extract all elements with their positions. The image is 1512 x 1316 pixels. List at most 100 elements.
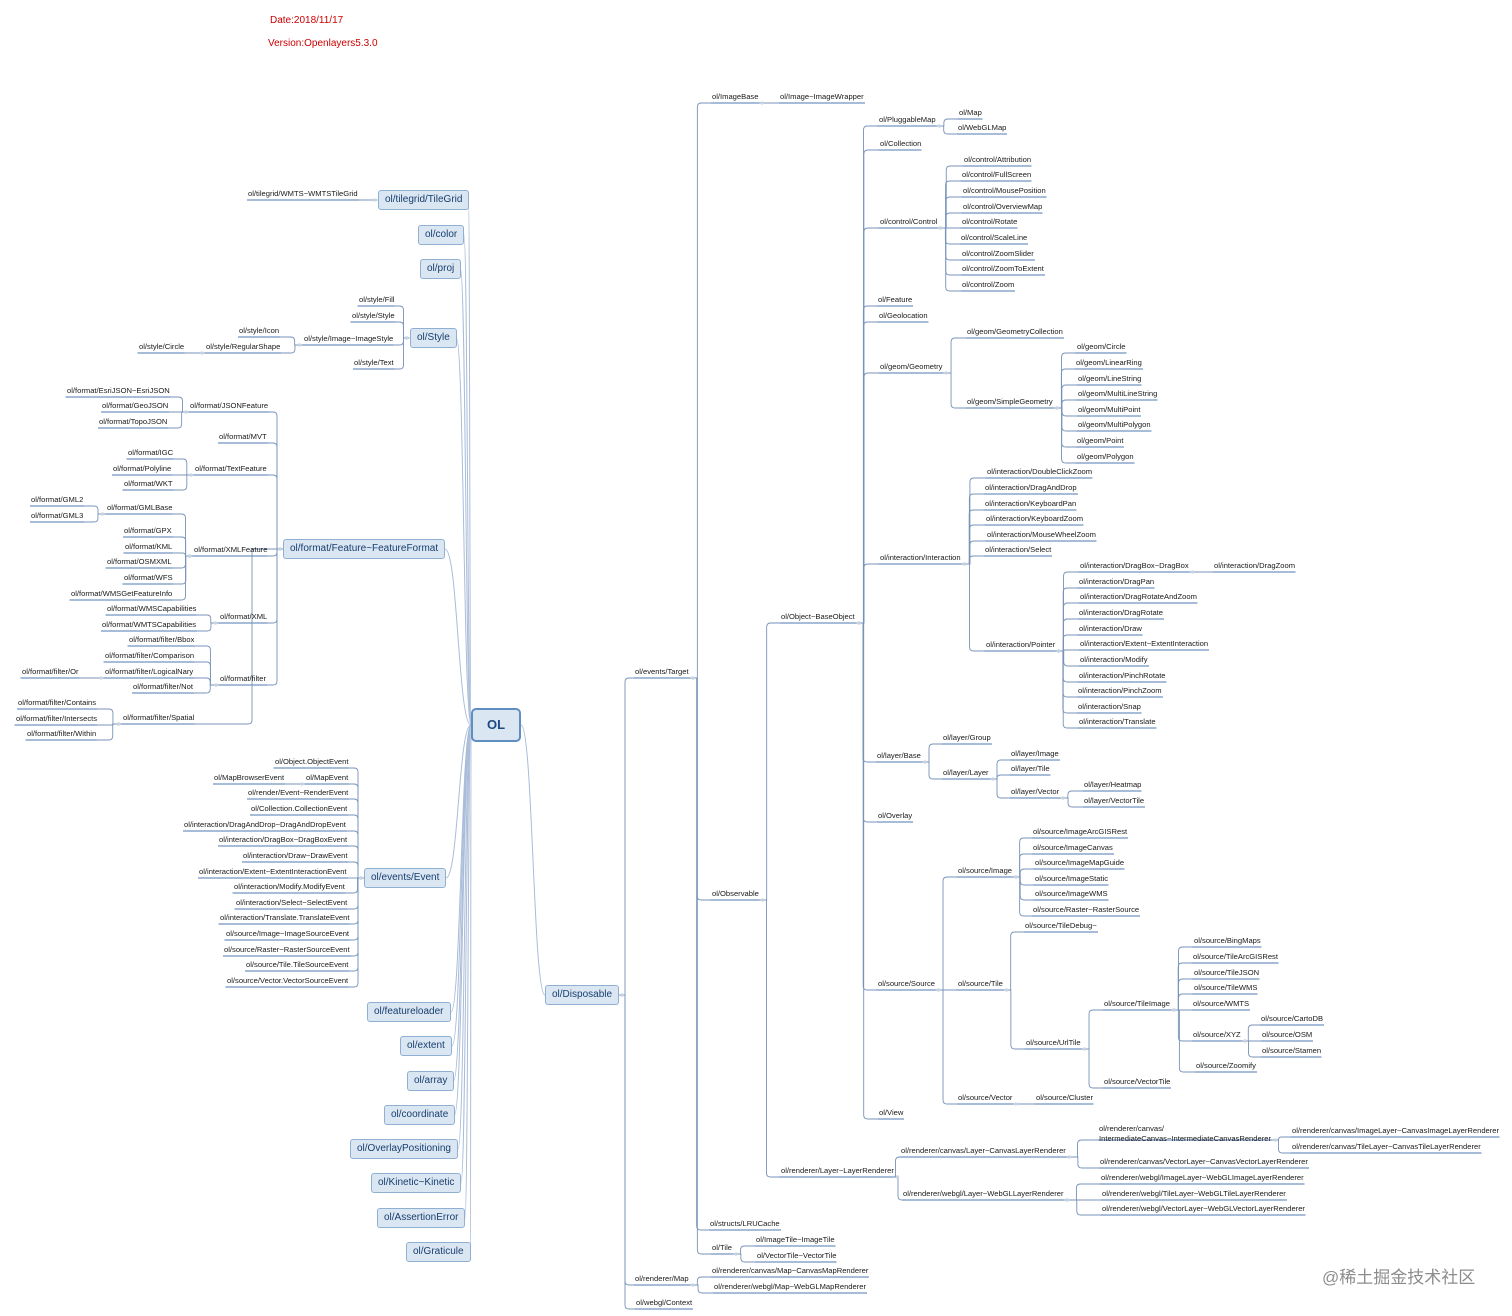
node-p4: ol/interaction/DragRotate bbox=[1079, 608, 1163, 617]
junction-si6 bbox=[1014, 875, 1018, 879]
link-lheat bbox=[1060, 790, 1083, 799]
link-feature bbox=[856, 305, 877, 624]
junction-fwkt bbox=[189, 473, 193, 477]
link-fjson bbox=[269, 411, 283, 550]
node-canvastile: ol/renderer/canvas/TileLayer~CanvasTileL… bbox=[1292, 1142, 1481, 1151]
link-si2 bbox=[1013, 853, 1032, 878]
node-ffmt: ol/format/Feature~FeatureFormat bbox=[283, 539, 446, 559]
node-i2: ol/interaction/DragAndDrop bbox=[985, 483, 1077, 492]
node-target: ol/events/Target bbox=[635, 667, 689, 676]
junction-fwmtscap bbox=[213, 621, 218, 625]
link-e3 bbox=[349, 798, 364, 879]
link-p2 bbox=[1055, 587, 1078, 652]
node-webgltile: ol/renderer/webgl/TileLayer~WebGLTileLay… bbox=[1102, 1189, 1286, 1198]
node-coordinate: ol/coordinate bbox=[384, 1105, 456, 1125]
link-simplegeom bbox=[943, 372, 966, 409]
node-si3: ol/source/ImageMapGuide bbox=[1035, 858, 1125, 867]
link-target bbox=[619, 677, 634, 996]
link-tileimage bbox=[1081, 1009, 1103, 1050]
link-imagebase bbox=[690, 102, 711, 679]
link-imagetile bbox=[733, 1245, 755, 1255]
node-p3: ol/interaction/DragRotateAndZoom bbox=[1080, 592, 1197, 601]
link-color bbox=[463, 234, 472, 726]
node-g3: ol/geom/LineString bbox=[1078, 374, 1142, 383]
link-fgml2 bbox=[84, 505, 106, 515]
link-p8 bbox=[1055, 650, 1078, 683]
node-e3: ol/render/Event~RenderEvent bbox=[248, 788, 349, 797]
junction-sregular bbox=[297, 343, 302, 347]
link-fwkt bbox=[173, 474, 194, 491]
link-t3 bbox=[1171, 978, 1193, 1011]
link-fgpx bbox=[173, 536, 193, 557]
node-e7: ol/interaction/Draw~DrawEvent bbox=[243, 851, 348, 860]
node-e4: ol/Collection.CollectionEvent bbox=[251, 804, 348, 813]
node-g4: ol/geom/MultiLineString bbox=[1078, 389, 1158, 398]
link-e10 bbox=[347, 877, 364, 910]
junction-simplegeom bbox=[944, 371, 948, 375]
link-e5 bbox=[347, 830, 364, 879]
link-g1 bbox=[1054, 352, 1076, 409]
node-stext: ol/style/Text bbox=[354, 358, 394, 367]
node-g1: ol/geom/Circle bbox=[1077, 342, 1126, 351]
node-e12: ol/source/Image~ImageSourceEvent bbox=[226, 929, 350, 938]
link-canvaslayer bbox=[894, 1156, 900, 1178]
node-i6: ol/interaction/Select bbox=[985, 545, 1052, 554]
node-i4: ol/interaction/KeyboardZoom bbox=[986, 514, 1084, 523]
link-p4 bbox=[1055, 618, 1078, 652]
link-e2 bbox=[349, 783, 364, 879]
node-stamen: ol/source/Stamen bbox=[1262, 1046, 1322, 1055]
junction-tile bbox=[691, 676, 695, 680]
node-c5: ol/control/Rotate bbox=[962, 217, 1018, 226]
node-fesri: ol/format/EsriJSON~EsriJSON bbox=[67, 386, 170, 395]
junction-cluster bbox=[1014, 1102, 1018, 1106]
link-g6 bbox=[1054, 407, 1077, 432]
link-pointer bbox=[961, 563, 985, 652]
link-figc bbox=[173, 458, 194, 476]
node-for: ol/format/filter/Or bbox=[22, 667, 79, 676]
node-tiledebug: ol/source/TileDebug~ bbox=[1025, 921, 1097, 930]
node-zoomify: ol/source/Zoomify bbox=[1196, 1061, 1256, 1070]
link-c4 bbox=[937, 212, 962, 229]
junction-g8 bbox=[1055, 406, 1059, 410]
node-g2: ol/geom/LinearRing bbox=[1076, 358, 1142, 367]
link-p3 bbox=[1055, 602, 1079, 652]
node-t2: ol/source/TileArcGISRest bbox=[1193, 952, 1278, 961]
node-g7: ol/geom/Point bbox=[1077, 436, 1124, 445]
link-c1 bbox=[937, 165, 963, 229]
node-i5: ol/interaction/MouseWheelZoom bbox=[987, 530, 1096, 539]
node-si4: ol/source/ImageStatic bbox=[1035, 874, 1109, 883]
node-p1a: ol/interaction/DragZoom bbox=[1214, 561, 1296, 570]
link-rwebglmap bbox=[690, 1284, 713, 1294]
node-fwmsgfi: ol/format/WMSGetFeatureInfo bbox=[71, 589, 173, 598]
link-fmvt bbox=[268, 442, 283, 550]
link-baseobj bbox=[759, 622, 780, 901]
junction-fnot bbox=[214, 683, 218, 687]
node-p11: ol/interaction/Translate bbox=[1079, 717, 1156, 726]
node-p5: ol/interaction/Draw bbox=[1079, 624, 1142, 633]
node-proj: ol/proj bbox=[420, 259, 462, 279]
node-e5: ol/interaction/DragAndDrop~DragAndDropEv… bbox=[184, 820, 346, 829]
junction-layerrenderer bbox=[760, 898, 765, 902]
node-srcvector: ol/source/Vector bbox=[958, 1093, 1013, 1102]
link-webgllayer bbox=[894, 1176, 903, 1201]
junction-vectortilesrc bbox=[1082, 1047, 1087, 1051]
node-srctile: ol/source/Tile bbox=[958, 979, 1003, 988]
node-fwfs: ol/format/WFS bbox=[124, 573, 173, 582]
node-e14: ol/source/Tile.TileSourceEvent bbox=[246, 960, 349, 969]
node-si5: ol/source/ImageWMS bbox=[1035, 889, 1108, 898]
link-lvector bbox=[990, 778, 1010, 799]
node-fwkt: ol/format/WKT bbox=[124, 479, 173, 488]
link-layer bbox=[922, 761, 942, 780]
node-g6: ol/geom/MultiPolygon bbox=[1078, 420, 1151, 429]
link-g4 bbox=[1054, 399, 1077, 409]
link-p1 bbox=[1055, 571, 1079, 652]
junction-lvector bbox=[991, 777, 995, 781]
node-fxml: ol/format/XML bbox=[220, 612, 268, 621]
node-simplegeom: ol/geom/SimpleGeometry bbox=[967, 397, 1053, 406]
node-geometry: ol/geom/Geometry bbox=[880, 362, 943, 371]
link-i5 bbox=[961, 540, 986, 565]
node-e8: ol/interaction/Extent~ExtentInteractionE… bbox=[199, 867, 347, 876]
link-lvectile bbox=[1060, 797, 1083, 808]
node-layer: ol/layer/Layer bbox=[943, 768, 989, 777]
link-i3 bbox=[961, 509, 984, 565]
